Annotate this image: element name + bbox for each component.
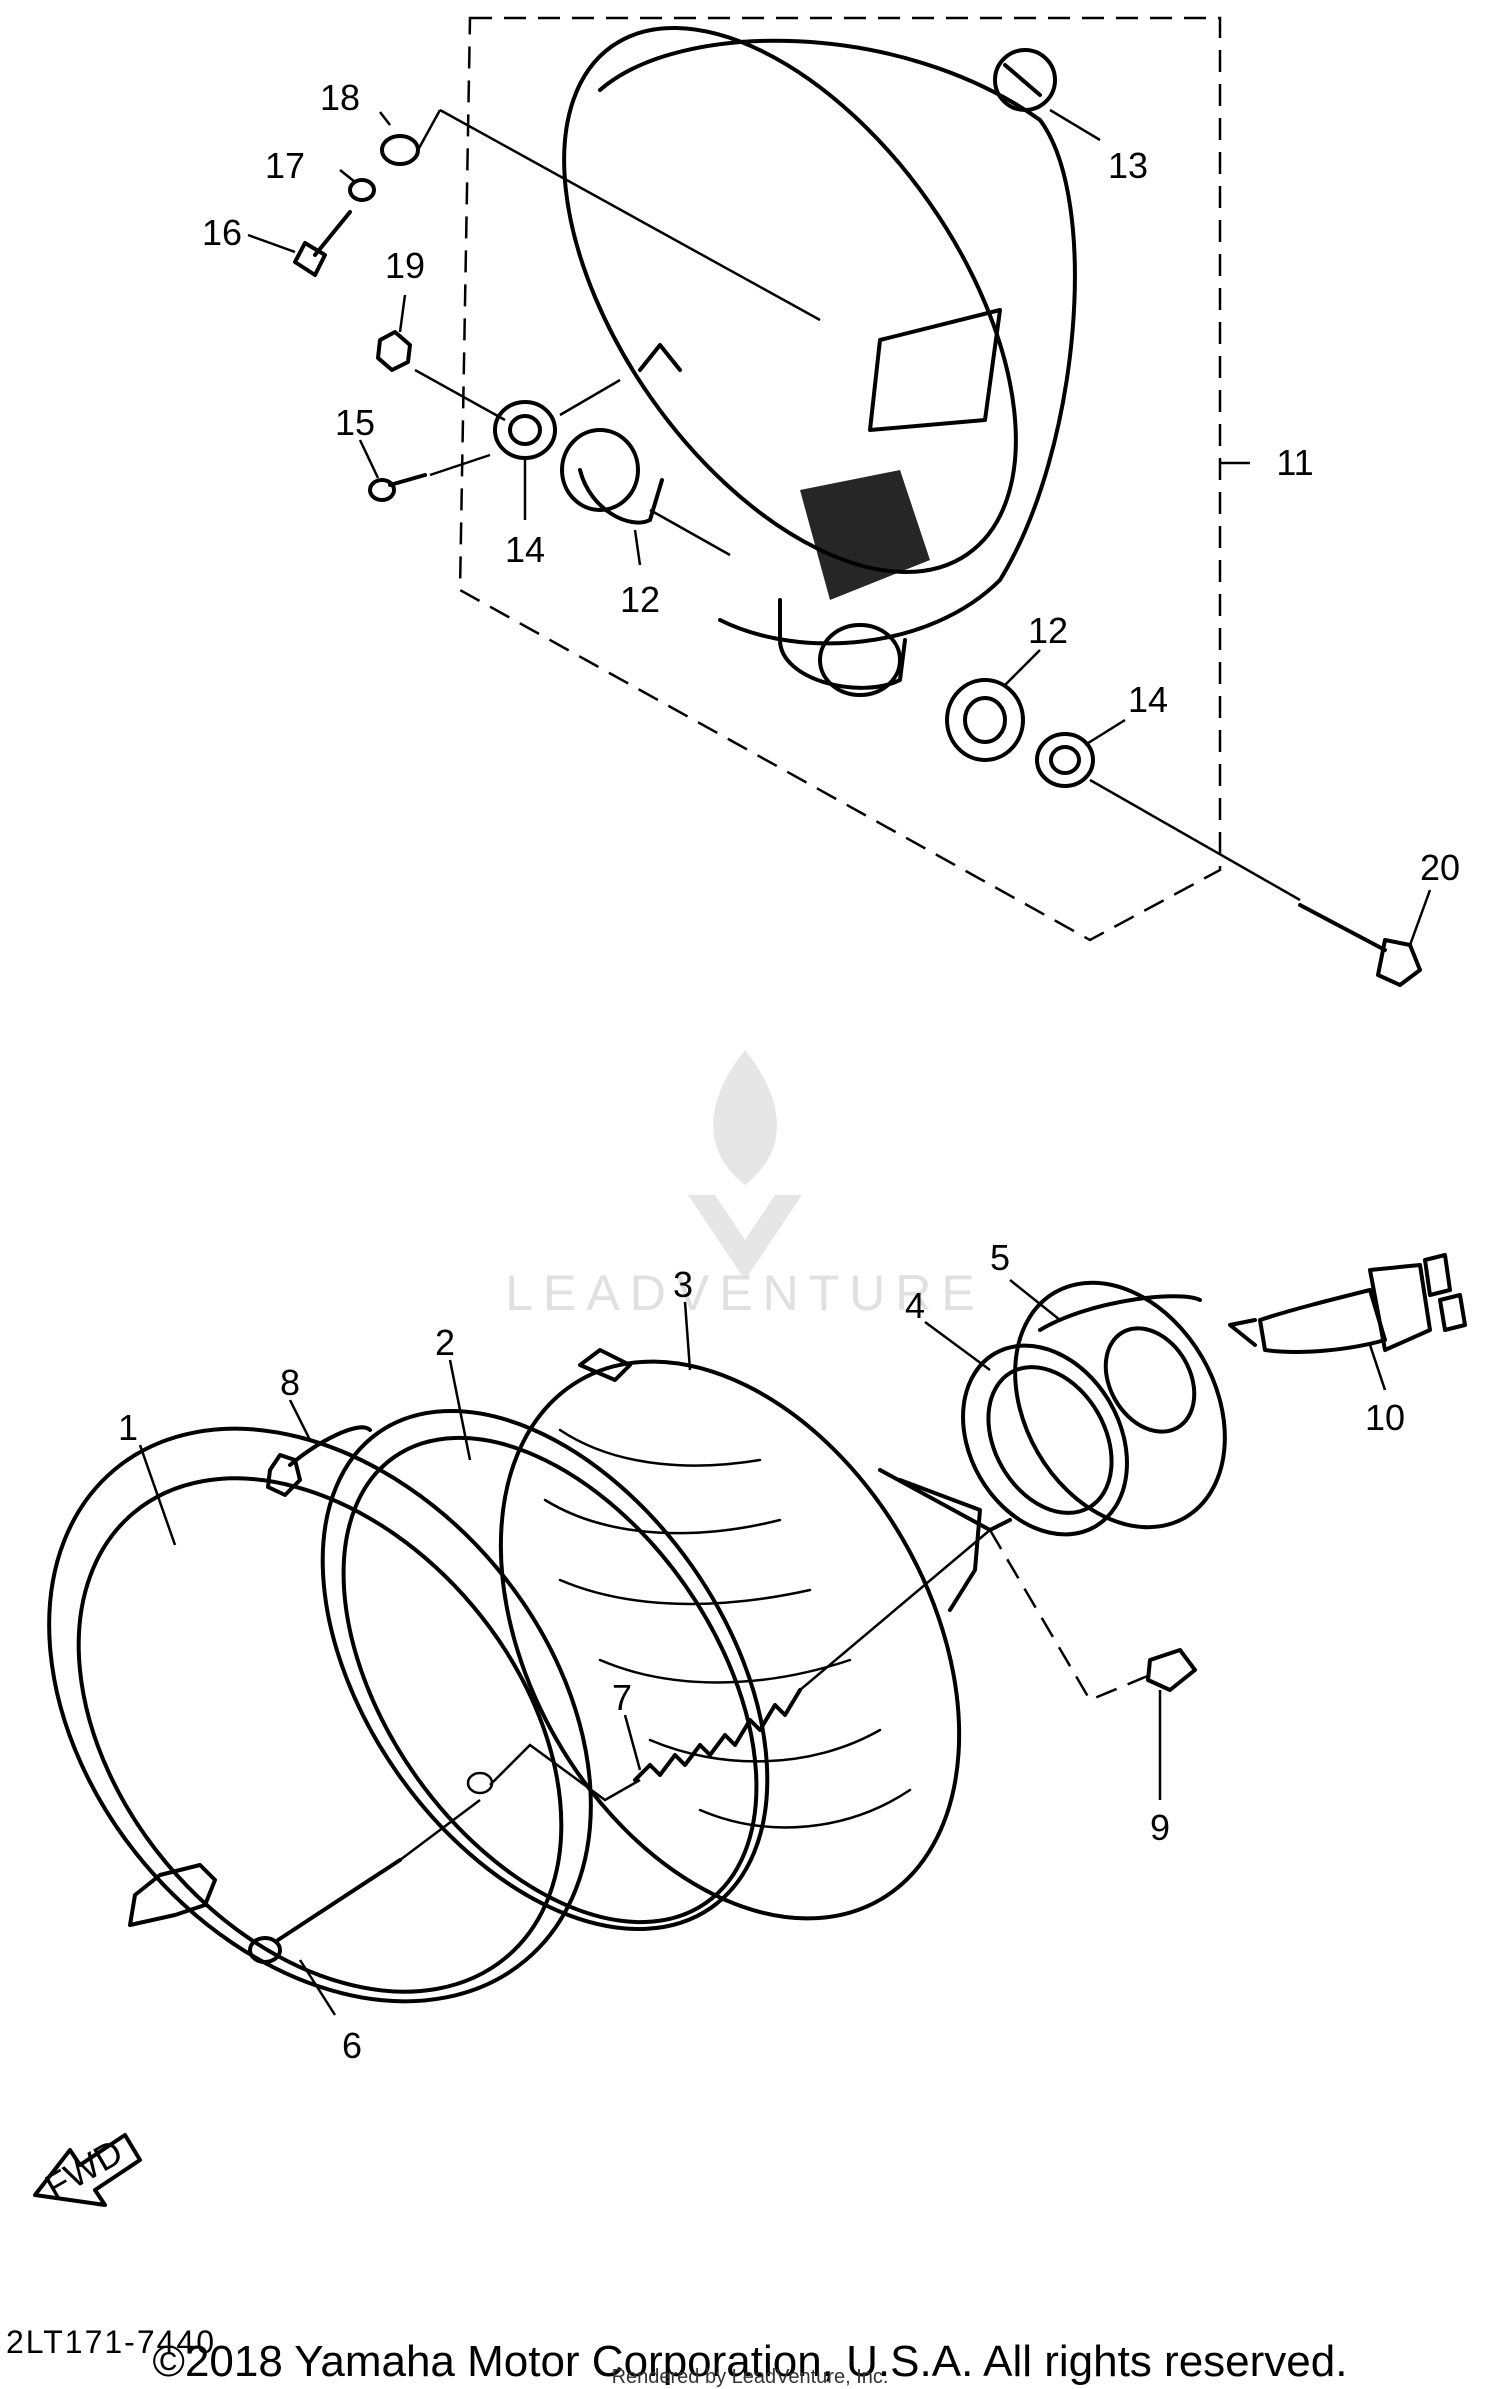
leadventure-watermark: LEADVENTURE: [505, 1050, 985, 1321]
diagram-code: 2LT171-7440: [6, 2324, 216, 2360]
collar-14-left: [493, 400, 557, 460]
rendered-by-notice: Rendered by LeadVenture, Inc.: [611, 2366, 889, 2388]
callout-4: 4: [905, 1285, 925, 1326]
callout-2: 2: [435, 1322, 455, 1363]
clip-8: [266, 1425, 372, 1497]
callout-18: 18: [320, 77, 360, 118]
adjusting-spring-7: [633, 1529, 991, 1782]
copyright-notice: ©2018 Yamaha Motor Corporation, U.S.A. A…: [152, 2337, 1348, 2386]
callout-20: 20: [1420, 847, 1460, 888]
callout-12-left: 12: [620, 579, 660, 620]
watermark-text: LEADVENTURE: [505, 1265, 985, 1321]
callout-1: 1: [118, 1407, 138, 1448]
damper-12-right: [945, 678, 1025, 762]
callout-13: 13: [1108, 145, 1148, 186]
headlight-case-assembly-boundary: [458, 16, 1222, 942]
bulb-10: [1228, 1253, 1467, 1354]
bolt-20: [1298, 903, 1422, 987]
callout-8: 8: [280, 1362, 300, 1403]
screw-15: [368, 473, 427, 502]
callout-17: 17: [265, 145, 305, 186]
callout-15: 15: [335, 402, 375, 443]
headlight-rim-1: [47, 1426, 593, 2004]
callout-11: 11: [1276, 442, 1313, 483]
lock-washer-17: [348, 178, 376, 202]
clip-9: [1146, 1648, 1197, 1692]
callout-10: 10: [1365, 1397, 1405, 1438]
callout-12-right: 12: [1028, 610, 1068, 651]
callout-14-left: 14: [505, 529, 545, 570]
forward-direction-arrow: FWD: [33, 2131, 142, 2207]
damper-12-left: [560, 428, 664, 525]
lens-unit-3: [498, 1348, 1012, 1921]
callout-3: 3: [673, 1264, 693, 1305]
callout-7: 7: [612, 1677, 632, 1718]
socket-ring-4: [961, 1343, 1129, 1537]
callout-16: 16: [202, 212, 242, 253]
callout-6: 6: [342, 2025, 362, 2066]
bolt-16: [293, 210, 352, 277]
collar-14-right: [1035, 732, 1095, 788]
grommet-13: [993, 48, 1057, 112]
nut-19: [376, 330, 412, 372]
retaining-ring-2: [320, 1408, 770, 1932]
callout-9: 9: [1150, 1807, 1170, 1848]
washer-18: [380, 134, 420, 166]
callout-19: 19: [385, 245, 425, 286]
callout-labels: 1 2 3 4 5 6 7 8 9 10 11 12 12 13 14 14 1…: [118, 77, 1460, 2066]
headlight-case: [562, 25, 1077, 697]
callout-5: 5: [990, 1237, 1010, 1278]
adjusting-screw-6: [248, 1858, 402, 1964]
callout-14-right: 14: [1128, 679, 1168, 720]
